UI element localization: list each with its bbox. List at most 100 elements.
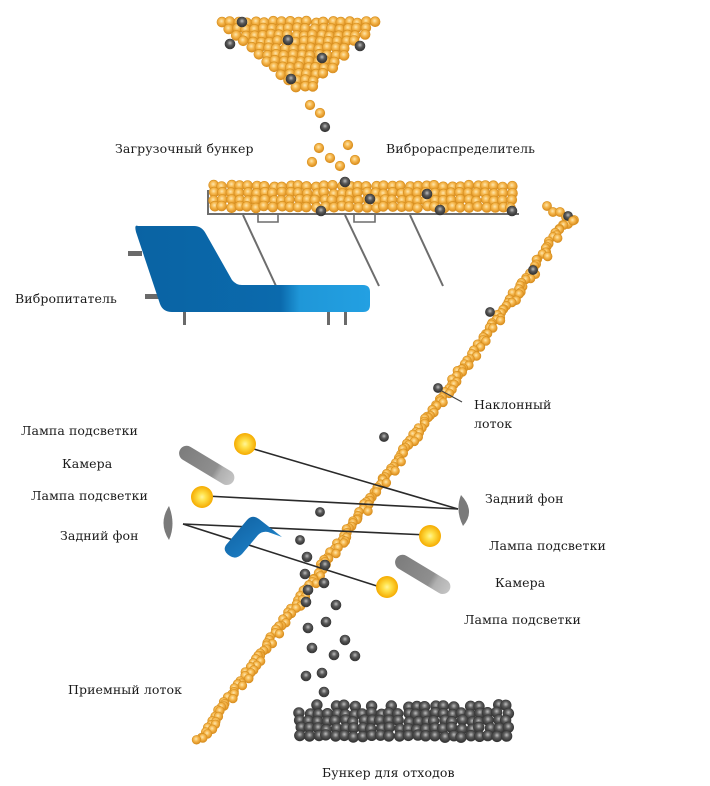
- reject-grain: [506, 205, 518, 217]
- tray-support-strut-1: [242, 214, 277, 287]
- lamp-left-top: [234, 433, 256, 455]
- good-grain: [542, 251, 553, 262]
- reject-grain: [315, 205, 327, 217]
- good-grain: [495, 315, 506, 326]
- label-vibro-distributor: Виброраспределитель: [386, 141, 536, 156]
- light-beams: [182, 446, 459, 588]
- good-grain: [349, 154, 361, 166]
- reject-grain: [429, 729, 441, 742]
- reject-grain: [330, 599, 342, 611]
- good-grain: [343, 201, 355, 212]
- lamp-right-bottom: [376, 576, 398, 598]
- falling-grains-top: [304, 99, 361, 172]
- label-lamp-left-mid: Лампа подсветки: [31, 488, 148, 503]
- reject-grain: [328, 649, 340, 661]
- vibro-feeder: [128, 225, 370, 325]
- label-camera-left: Камера: [62, 456, 113, 471]
- good-grain: [568, 216, 578, 226]
- label-accept-chute: Приемный лоток: [68, 682, 183, 697]
- reject-grain: [302, 622, 314, 634]
- reject-grain: [383, 730, 395, 742]
- distributor-grains: [208, 176, 518, 217]
- good-grain: [327, 62, 339, 74]
- good-grain: [306, 156, 318, 168]
- reject-grain: [236, 16, 248, 28]
- reject-grain: [300, 596, 312, 608]
- good-grain: [454, 202, 466, 213]
- good-grain: [338, 50, 350, 61]
- falling-reject-grains: [299, 551, 361, 698]
- lamp-right-mid: [419, 525, 441, 547]
- feeder-leg-3: [344, 311, 347, 325]
- reject-bin-grains: [293, 699, 515, 743]
- good-grain: [331, 548, 341, 559]
- good-grain: [412, 202, 423, 214]
- label-lamp-right-mid: Лампа подсветки: [489, 538, 606, 553]
- good-grain: [377, 201, 389, 212]
- reject-grain: [301, 551, 313, 563]
- reject-grain: [303, 730, 316, 742]
- good-grain: [334, 160, 346, 172]
- good-grain: [191, 735, 202, 745]
- label-inclined-chute-2: лоток: [474, 416, 513, 431]
- good-grain: [314, 107, 326, 119]
- inclined-chute-grains: [191, 201, 579, 745]
- good-grain: [390, 466, 400, 476]
- reject-grain: [285, 73, 297, 85]
- reject-grain: [455, 731, 467, 743]
- good-grain: [387, 201, 399, 212]
- reject-grain: [349, 650, 361, 662]
- good-grain: [307, 81, 319, 92]
- reject-grain: [421, 188, 433, 200]
- good-grain: [241, 201, 253, 212]
- good-grain: [342, 139, 354, 151]
- good-grain: [552, 233, 563, 243]
- feeder-bracket-top: [128, 251, 142, 256]
- good-grain: [216, 200, 227, 212]
- reject-grain: [485, 307, 495, 317]
- reject-grain: [306, 642, 318, 654]
- label-loading-hopper: Загрузочный бункер: [115, 141, 254, 156]
- good-grain: [267, 201, 279, 213]
- reject-grain: [224, 38, 236, 50]
- good-grain: [359, 29, 371, 40]
- reject-grain: [319, 121, 331, 133]
- good-grain: [258, 200, 270, 212]
- backdrop-left: [163, 506, 173, 540]
- feeder-bracket-bottom: [145, 294, 159, 299]
- reject-grain: [300, 670, 312, 682]
- good-grain: [324, 152, 336, 164]
- good-grain: [481, 336, 491, 346]
- feeder-leg-1: [183, 311, 186, 325]
- reject-grain: [339, 634, 351, 646]
- label-background-left: Задний фон: [60, 528, 139, 543]
- reject-grain: [339, 176, 351, 188]
- reject-grain: [282, 34, 294, 46]
- reject-grain: [364, 193, 376, 205]
- reject-grain: [319, 559, 331, 571]
- good-grain: [369, 16, 381, 28]
- reject-grain: [402, 729, 415, 742]
- good-grain: [472, 201, 484, 212]
- vibro-distributor-tray: [207, 190, 519, 287]
- reject-grain: [294, 729, 306, 742]
- chute-label-pointer: [439, 389, 463, 403]
- tray-support-strut-2: [344, 214, 380, 287]
- reject-grain: [299, 568, 311, 580]
- good-grain: [542, 201, 552, 211]
- tray-support-strut-3: [409, 214, 444, 287]
- label-vibro-feeder: Вибропитатель: [15, 291, 117, 306]
- good-grain: [237, 35, 249, 47]
- reject-grain: [379, 432, 389, 442]
- reject-grain: [318, 577, 330, 589]
- good-grain: [228, 693, 238, 704]
- label-lamp-right-bottom: Лампа подсветки: [464, 612, 581, 627]
- backdrop-right: [458, 495, 470, 526]
- good-grain: [396, 457, 406, 467]
- label-inclined-chute-1: Наклонный: [474, 397, 552, 412]
- reject-grain: [316, 667, 328, 679]
- reject-grain: [320, 729, 332, 741]
- reject-grain: [316, 52, 328, 64]
- reject-grain: [320, 616, 332, 628]
- reject-grain: [354, 40, 366, 52]
